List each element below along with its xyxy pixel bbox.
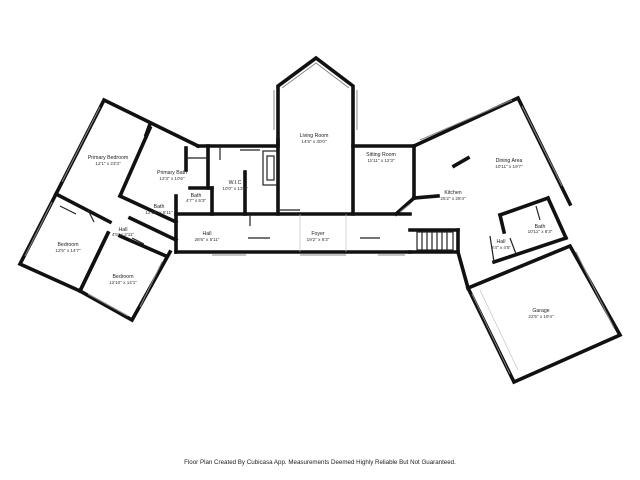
room-label-kitchen: Kitchen 25'2" x 28'4"	[440, 190, 466, 201]
room-label-hall-2: Hall 28'6" x 5'11"	[195, 231, 220, 242]
svg-text:Primary Bath: Primary Bath	[157, 170, 187, 176]
svg-text:Primary Bedroom: Primary Bedroom	[88, 155, 128, 161]
room-label-hall-3: Hall 8'4" x 4'5"	[491, 239, 511, 250]
svg-text:Sitting Room: Sitting Room	[366, 152, 396, 158]
svg-text:12'3" x 10'6": 12'3" x 10'6"	[159, 176, 185, 181]
svg-text:Garage: Garage	[532, 308, 549, 314]
svg-text:12'10" x 5'11": 12'10" x 5'11"	[145, 210, 173, 215]
room-label-primary-bath: Primary Bath 12'3" x 10'6"	[157, 170, 187, 181]
svg-text:Hall: Hall	[119, 227, 128, 233]
west-wing-walls	[17, 97, 208, 323]
room-label-garage: Garage 22'5" x 19'4"	[528, 308, 554, 319]
svg-text:28'6" x 5'11": 28'6" x 5'11"	[195, 237, 220, 242]
svg-text:14'5" x 30'0": 14'5" x 30'0"	[301, 139, 327, 144]
svg-text:12'10" x 14'1": 12'10" x 14'1"	[109, 280, 137, 285]
svg-text:Dining Area: Dining Area	[496, 158, 523, 164]
svg-text:Bedroom: Bedroom	[57, 242, 78, 248]
room-label-hall-1: Hall 4'5" x 2'11"	[112, 227, 135, 237]
svg-text:12'1" x 23'3": 12'1" x 23'3"	[95, 161, 121, 166]
room-label-bedroom-2: Bedroom 12'10" x 14'1"	[109, 274, 137, 285]
svg-text:19'2" x 6'3": 19'2" x 6'3"	[307, 237, 330, 242]
east-wing-walls	[351, 95, 623, 385]
room-label-bedroom-1: Bedroom 12'5" x 14'7"	[55, 242, 81, 253]
svg-text:Foyer: Foyer	[311, 231, 325, 237]
svg-text:10'11" x 8'3": 10'11" x 8'3"	[528, 229, 553, 234]
living-room-walls	[262, 55, 358, 216]
svg-text:Bath: Bath	[191, 193, 202, 199]
svg-text:8'4" x 4'5": 8'4" x 4'5"	[491, 245, 511, 250]
room-label-living: Living Room 14'5" x 30'0"	[300, 133, 329, 144]
room-label-bath-1: Bath 4'7" x 5'3"	[186, 193, 206, 203]
svg-text:4'7" x 5'3": 4'7" x 5'3"	[186, 198, 206, 203]
room-label-primary-bedroom: Primary Bedroom 12'1" x 23'3"	[88, 155, 128, 166]
svg-text:Living Room: Living Room	[300, 133, 329, 139]
svg-text:Kitchen: Kitchen	[444, 190, 461, 196]
stairs	[416, 231, 454, 251]
svg-text:Bath: Bath	[154, 204, 165, 210]
room-label-bath-3: Bath 10'11" x 8'3"	[528, 224, 553, 234]
svg-text:Bath: Bath	[535, 224, 546, 230]
room-label-bath-2: Bath 12'10" x 5'11"	[145, 204, 173, 215]
room-label-foyer: Foyer 19'2" x 6'3"	[307, 231, 330, 242]
svg-text:4'5" x 2'11": 4'5" x 2'11"	[112, 232, 135, 237]
svg-text:Bedroom: Bedroom	[112, 274, 133, 280]
room-label-wic: W.I.C 10'0" x 13'3"	[222, 180, 248, 191]
svg-text:22'5" x 19'4": 22'5" x 19'4"	[528, 314, 554, 319]
central-hall-walls	[174, 209, 412, 256]
svg-text:10'11" x 19'7": 10'11" x 19'7"	[495, 164, 523, 169]
svg-text:25'2" x 28'4": 25'2" x 28'4"	[440, 196, 466, 201]
disclaimer-footer: Floor Plan Created By Cubicasa App. Meas…	[184, 459, 456, 466]
room-label-sitting-room: Sitting Room 11'11" x 12'3"	[366, 152, 396, 163]
svg-text:10'0" x 13'3": 10'0" x 13'3"	[222, 186, 248, 191]
svg-text:12'5" x 14'7": 12'5" x 14'7"	[55, 248, 81, 253]
fireplace	[262, 150, 278, 186]
wic-walls	[188, 144, 280, 216]
svg-text:Hall: Hall	[497, 239, 506, 245]
svg-text:11'11" x 12'3": 11'11" x 12'3"	[367, 158, 394, 163]
room-label-dining-area: Dining Area 10'11" x 19'7"	[495, 158, 523, 169]
svg-text:W.I.C: W.I.C	[229, 180, 242, 186]
svg-text:Hall: Hall	[203, 231, 212, 237]
